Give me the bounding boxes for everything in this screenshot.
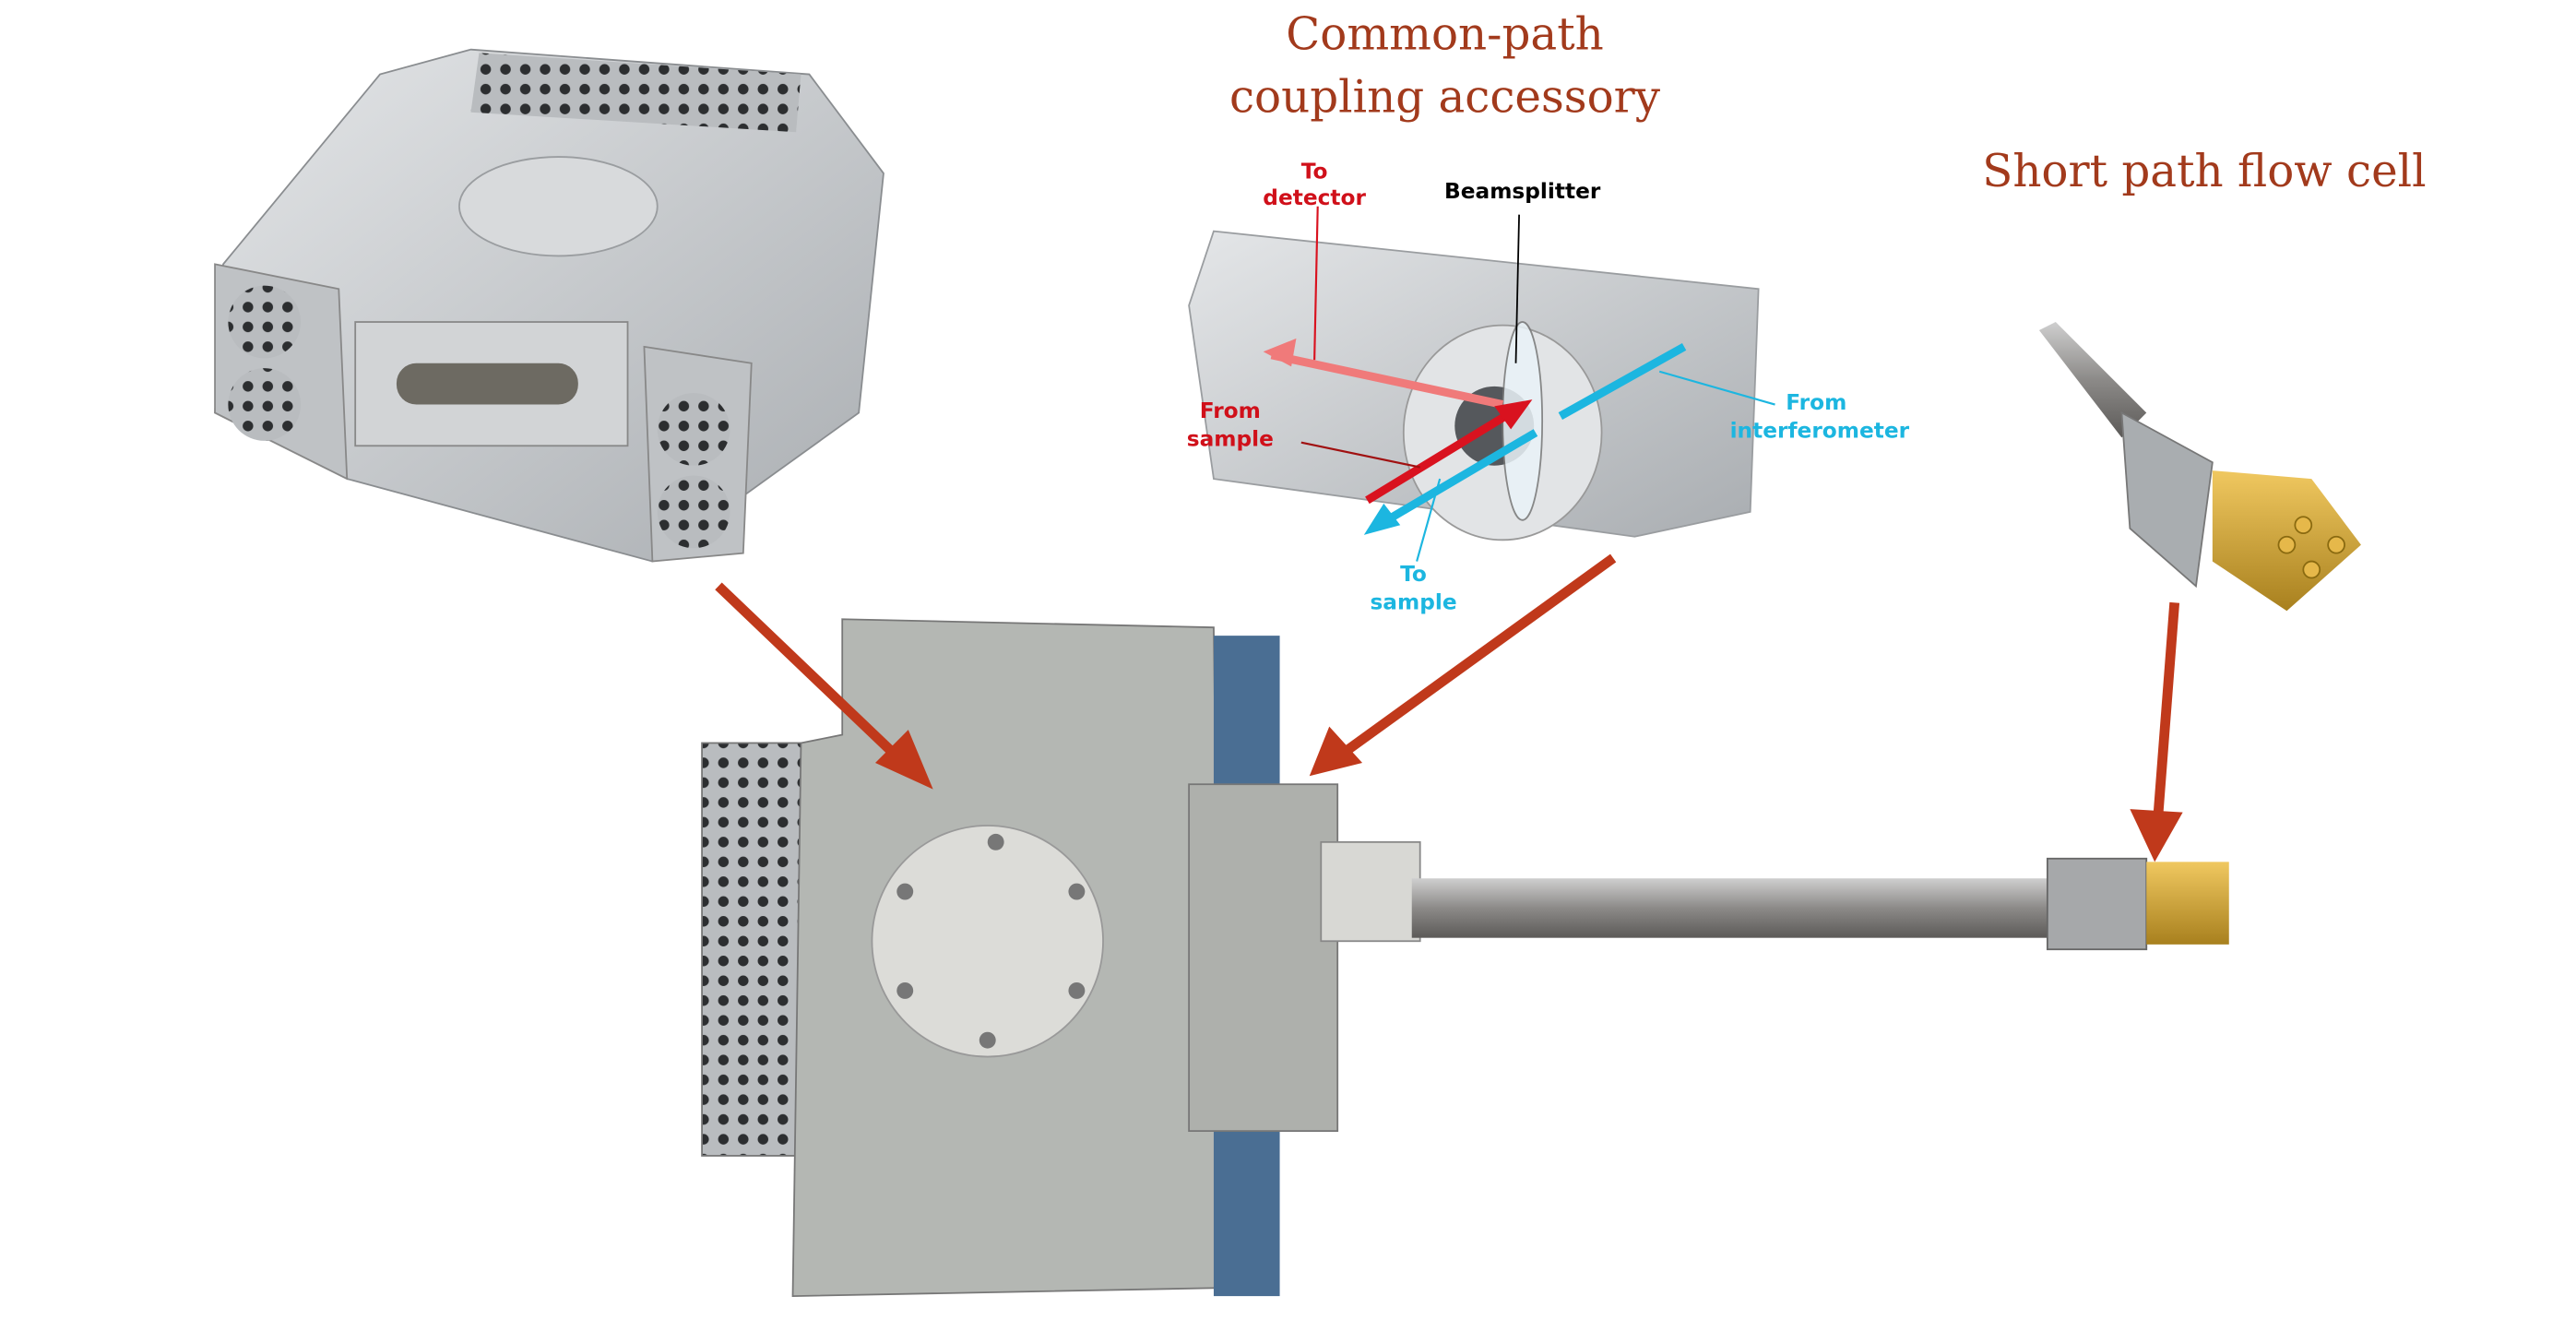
from-sample-label-1: From [1200, 398, 1261, 423]
coupling-accessory-photo [1188, 206, 1775, 562]
to-detector-beam [1270, 351, 1504, 409]
assembled-instrument-photo [701, 618, 2229, 1298]
to-detector-label-2: detector [1263, 185, 1366, 210]
pointer-arrow-coupling [1309, 553, 1617, 777]
to-sample-label-1: To [1400, 562, 1427, 587]
pointer-arrow-spectrometer [715, 582, 933, 790]
coupling-title-line2: coupling accessory [1229, 72, 1661, 124]
flow-cell-title: Short path flow cell [1982, 146, 2426, 197]
from-sample-label-2: sample [1187, 426, 1274, 451]
from-sample-beam [1365, 409, 1514, 505]
pointer-arrow-flow-cell [2130, 601, 2183, 862]
spectrometer-module-photo [214, 48, 884, 563]
from-interferometer-beam [1558, 342, 1687, 420]
to-sample-label-2: sample [1370, 589, 1456, 614]
coupling-title-line1: Common-path [1286, 9, 1603, 61]
to-sample-beam [1376, 429, 1538, 529]
to-detector-label-1: To [1301, 159, 1328, 184]
flow-cell-photo [2038, 322, 2361, 612]
from-interferometer-label-1: From [1786, 390, 1846, 415]
from-interferometer-label-2: interferometer [1730, 418, 1910, 443]
beamsplitter-label: Beamsplitter [1444, 179, 1601, 204]
